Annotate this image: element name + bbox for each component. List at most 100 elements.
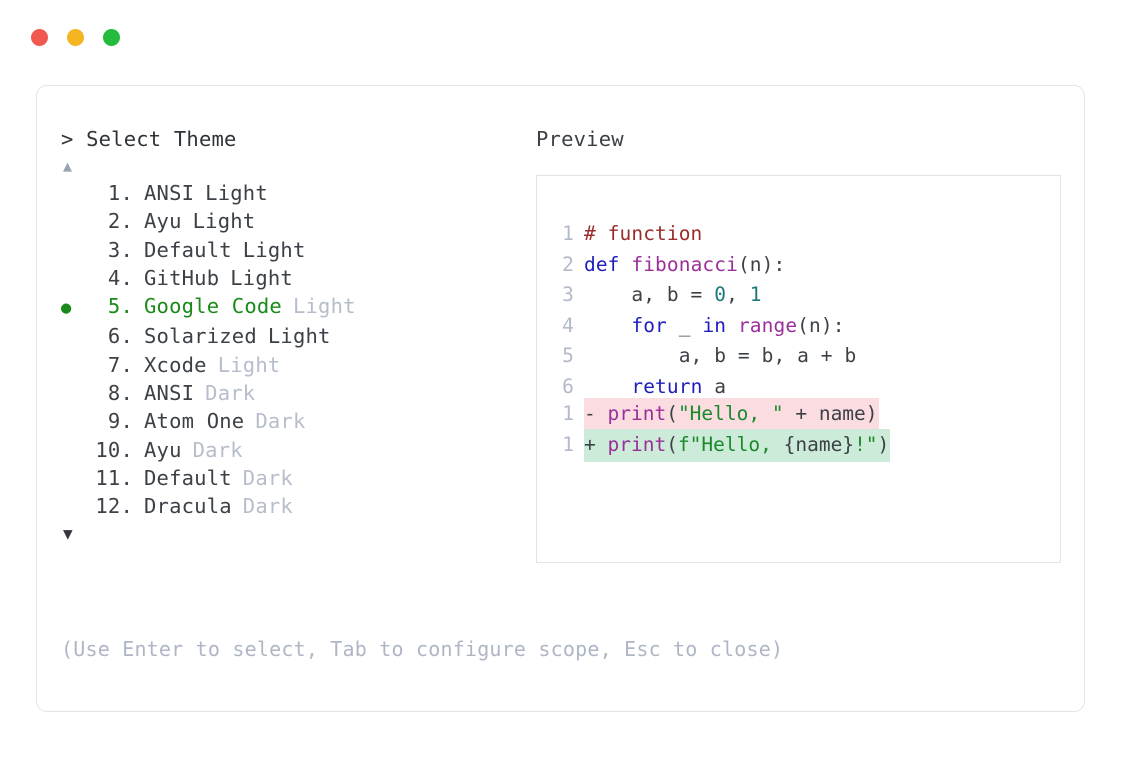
theme-item-name: Default xyxy=(144,465,232,490)
code-token: # function xyxy=(584,222,703,245)
keyboard-hint: (Use Enter to select, Tab to configure s… xyxy=(61,637,784,661)
theme-item-variant: Dark xyxy=(205,381,256,406)
code-token xyxy=(584,314,631,337)
theme-list-item[interactable]: 6. Solarized Light xyxy=(61,322,531,350)
diff-sign: - xyxy=(584,402,608,425)
theme-list-item[interactable]: 4. GitHub Light xyxy=(61,264,531,292)
code-token: fibonacci xyxy=(631,252,738,276)
diff-line: 1 + print(f"Hello, {name}!") xyxy=(561,428,891,462)
code-token: !" xyxy=(854,432,878,456)
theme-list-item[interactable]: 3. Default Light xyxy=(61,236,531,264)
code-token: ( xyxy=(666,402,678,425)
maximize-window-icon[interactable] xyxy=(103,29,120,46)
code-token: ) xyxy=(877,432,890,456)
scroll-down-icon[interactable]: ▼ xyxy=(63,523,73,543)
code-token: a, b = b, a + b xyxy=(584,344,857,367)
code-token: + name) xyxy=(783,402,878,425)
code-token xyxy=(584,375,631,398)
preview-column: Preview 1 # function 2 def fibonacci(n): 3 a… xyxy=(536,125,1066,563)
theme-item-name: Google Code xyxy=(144,294,282,319)
line-number: 3 xyxy=(562,283,574,306)
code-token: print xyxy=(607,402,667,425)
theme-item-name: Dracula xyxy=(144,494,232,519)
minimize-window-icon[interactable] xyxy=(67,29,84,46)
theme-item-index: 5. xyxy=(107,294,133,319)
line-number: 1 xyxy=(562,222,574,245)
theme-item-index: 9. xyxy=(107,409,133,434)
code-line-text: for _ in range(n): xyxy=(584,314,845,337)
code-line-text: def fibonacci(n): xyxy=(584,253,785,276)
diff-line: 1- print("Hello, " + name) xyxy=(561,398,890,432)
theme-item-name: GitHub xyxy=(144,265,220,290)
code-token xyxy=(726,314,738,337)
selected-marker-icon: ● xyxy=(61,298,72,319)
code-token: for xyxy=(631,313,667,337)
theme-item-variant: Light xyxy=(192,209,256,234)
theme-item-name: Default xyxy=(144,237,232,262)
theme-item-name: Solarized xyxy=(144,324,257,349)
code-token: print xyxy=(607,432,667,456)
theme-item-variant: Light xyxy=(205,181,268,205)
prompt-title: Select Theme xyxy=(86,127,237,151)
diff-sign: + xyxy=(584,432,608,456)
code-line: 6 return a xyxy=(561,372,856,403)
code-token: range xyxy=(737,313,798,337)
diff-removed-line: - print("Hello, " + name) xyxy=(584,398,879,432)
theme-item-variant: Dark xyxy=(255,409,306,434)
theme-item-index: 4. xyxy=(107,265,133,290)
theme-item-index: 11. xyxy=(95,465,133,490)
line-number: 5 xyxy=(562,344,574,367)
theme-item-name: Atom One xyxy=(144,409,245,434)
preview-label: Preview xyxy=(536,127,624,151)
code-token: a xyxy=(702,374,727,398)
code-token: (n): xyxy=(737,252,786,276)
theme-item-index: 7. xyxy=(107,352,133,377)
theme-item-index: 8. xyxy=(107,381,133,406)
line-number: 4 xyxy=(562,313,574,337)
theme-item-index: 12. xyxy=(95,494,133,519)
prompt-header: > Select Theme xyxy=(61,125,531,153)
theme-item-index: 2. xyxy=(107,209,133,234)
code-token: 1 xyxy=(749,283,762,306)
line-number: 2 xyxy=(562,252,574,276)
theme-item-variant: Dark xyxy=(242,494,293,519)
theme-item-name: Xcode xyxy=(144,352,207,377)
theme-item-index: 3. xyxy=(107,237,133,262)
theme-item-variant: Light xyxy=(230,265,293,290)
code-line: 4 for _ in range(n): xyxy=(561,311,856,342)
theme-item-variant: Light xyxy=(242,237,306,262)
code-line: 5 a, b = b, a + b xyxy=(561,341,856,372)
code-token: "Hello, " xyxy=(677,402,784,425)
code-token: , xyxy=(726,283,750,306)
diff-line-number: 1 xyxy=(562,432,574,456)
diff-line-number: 1 xyxy=(562,402,574,425)
close-window-icon[interactable] xyxy=(31,29,48,46)
code-token: return xyxy=(631,374,703,398)
theme-list-item[interactable]: 12. Dracula Dark xyxy=(61,492,531,520)
line-number: 6 xyxy=(562,374,574,398)
theme-item-name: ANSI xyxy=(144,181,195,205)
code-token: def xyxy=(584,252,632,276)
theme-item-variant: Light xyxy=(267,324,331,349)
code-token: _ xyxy=(666,313,703,337)
theme-item-index: 6. xyxy=(107,324,133,349)
theme-item-name: Ayu xyxy=(144,437,182,462)
prompt-caret-icon: > xyxy=(61,127,74,151)
scroll-up-icon[interactable]: ▲ xyxy=(63,157,73,175)
diff-added-line: + print(f"Hello, {name}!") xyxy=(584,428,891,462)
theme-item-name: ANSI xyxy=(144,381,195,406)
theme-list-item[interactable]: 9. Atom One Dark xyxy=(61,407,531,435)
theme-item-variant: Dark xyxy=(192,437,243,462)
theme-list-item[interactable]: 8. ANSI Dark xyxy=(61,379,531,407)
page-title xyxy=(74,127,87,151)
